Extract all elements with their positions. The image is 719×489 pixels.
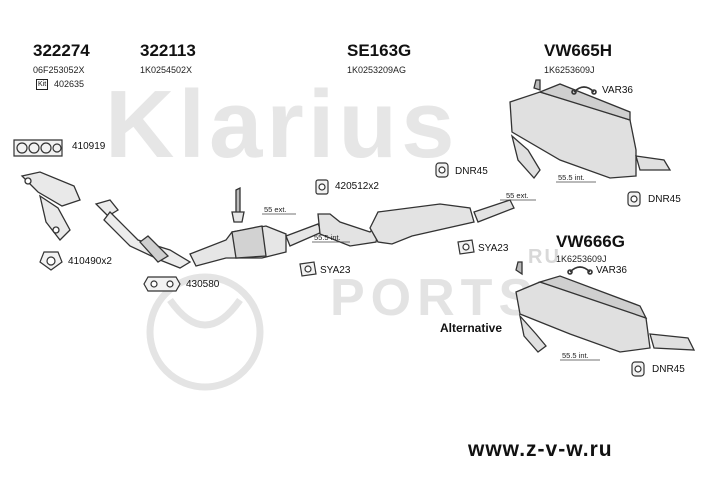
- website-text: www.z-v-w.ru: [468, 438, 613, 461]
- oem-number-322274: 06F253052X: [33, 65, 85, 75]
- part-number-322274: 322274: [33, 41, 90, 60]
- watermark-logo-icon: [146, 273, 264, 391]
- part-number-vw666g: VW666G: [556, 232, 625, 251]
- label-sya-right: SYA23: [478, 243, 509, 254]
- alternative-label: Alternative: [440, 321, 503, 335]
- manifold-gasket-icon: [13, 139, 63, 157]
- kit-code: 402635: [54, 79, 85, 89]
- watermark-ru: RU: [528, 246, 561, 268]
- ring-icon: [39, 251, 63, 271]
- downpipe-icon: [94, 199, 192, 269]
- label-gasket: 410919: [72, 141, 106, 152]
- flange-icon: [143, 276, 181, 292]
- label-dnr-top: DNR45: [455, 166, 488, 177]
- dim-55-5-int-1: 55.5 int.: [314, 233, 341, 242]
- oem-number-se163g: 1K0253209AG: [347, 65, 407, 75]
- part-number-se163g: SE163G: [347, 41, 412, 60]
- catalyst-pipe-icon: [189, 186, 323, 267]
- label-sya-left: SYA23: [320, 265, 351, 276]
- label-flange: 430580: [186, 279, 220, 290]
- label-var-top: VAR36: [602, 85, 633, 96]
- label-ring: 410490x2: [68, 256, 112, 267]
- kit-badge: Kit: [36, 79, 49, 90]
- middle-silencer-icon: [317, 199, 515, 247]
- rubber-mount-icon: [435, 162, 645, 377]
- klarius-watermark: Klarius: [105, 71, 459, 178]
- label-var-bottom: VAR36: [596, 265, 627, 276]
- dim-55-ext-2: 55 ext.: [506, 191, 529, 200]
- rear-silencer-icon: [509, 79, 672, 180]
- part-number-vw665h: VW665H: [544, 41, 613, 60]
- dim-55-5-int-3: 55.5 int.: [562, 351, 589, 360]
- oem-number-322113: 1K0254502X: [140, 65, 193, 75]
- part-number-322113: 322113: [140, 41, 196, 60]
- bracket-icon: [299, 239, 475, 277]
- dimension-lines: [262, 181, 600, 361]
- hanger-icon: [567, 86, 597, 275]
- label-dnr-right: DNR45: [648, 194, 681, 205]
- label-dnr-bottom: DNR45: [652, 364, 685, 375]
- label-clamp: 420512x2: [335, 181, 379, 192]
- manifold-icon: [20, 171, 81, 241]
- oem-number-vw666g: 1K6253609J: [556, 254, 607, 264]
- dim-55-ext-1: 55 ext.: [264, 205, 287, 214]
- dim-55-5-int-2: 55.5 int.: [558, 173, 585, 182]
- watermark-ports: PORTS: [330, 269, 540, 327]
- clamp-icon: [315, 179, 329, 195]
- oem-number-vw665h: 1K6253609J: [544, 65, 595, 75]
- alternative-silencer-icon: [515, 261, 696, 353]
